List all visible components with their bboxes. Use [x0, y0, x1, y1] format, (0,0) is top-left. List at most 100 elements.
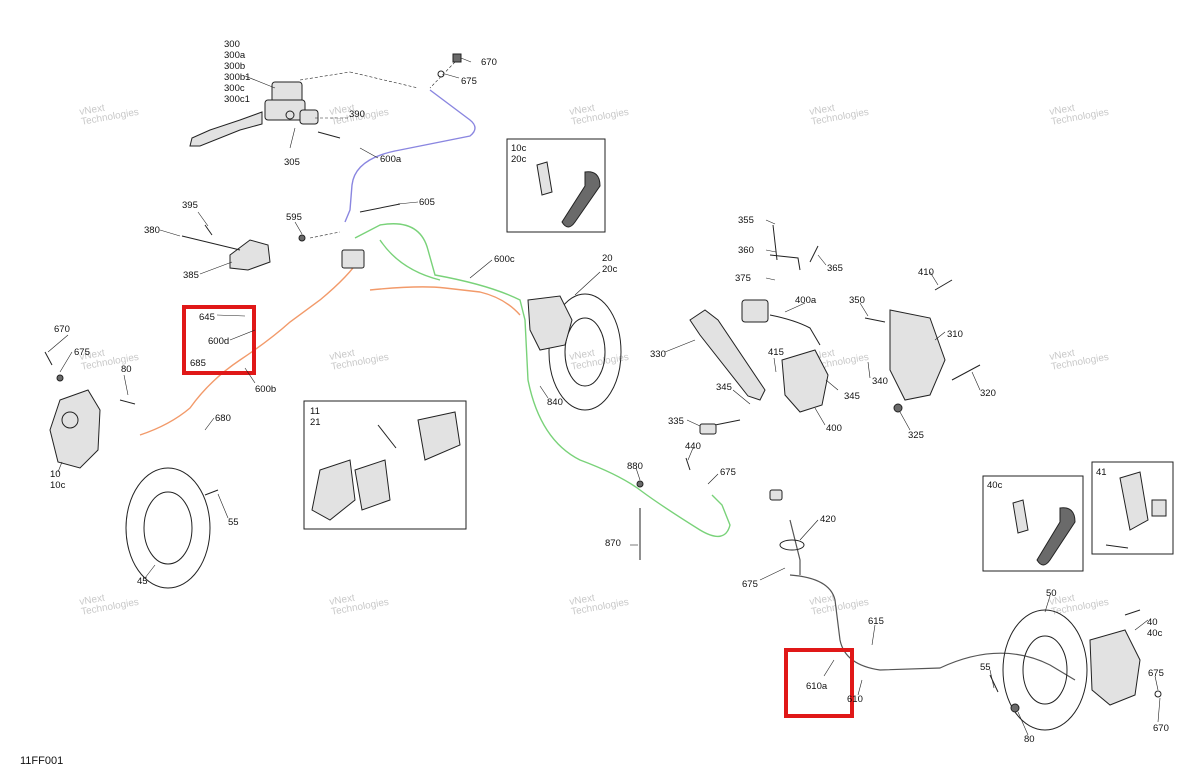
- callout-10: 10: [50, 469, 61, 480]
- brake-line-600c-branch: [379, 239, 441, 281]
- svg-text:vNext: vNext: [329, 103, 356, 118]
- svg-text:vNext: vNext: [569, 593, 596, 608]
- svg-text:vNext: vNext: [569, 348, 596, 363]
- callout-325: 325: [908, 430, 924, 441]
- svg-text:vNext: vNext: [79, 348, 106, 363]
- svg-text:vNext: vNext: [1049, 103, 1076, 118]
- callout-345: 345: [844, 391, 860, 402]
- inset-pads-front: 11 21: [303, 400, 467, 530]
- callout-395: 395: [182, 200, 198, 211]
- rear-disc-caliper: [989, 609, 1162, 731]
- inset-pads-rear: 41: [1091, 461, 1174, 555]
- callout-55: 55: [228, 517, 239, 528]
- brake-line-600b-branch: [369, 286, 521, 316]
- svg-text:11: 11: [310, 406, 320, 417]
- callout-20c: 20c: [602, 264, 618, 275]
- svg-text:vNext: vNext: [79, 593, 106, 608]
- wheel-speed-sensor: [636, 457, 805, 560]
- svg-text:20c: 20c: [511, 154, 527, 165]
- svg-text:21: 21: [310, 417, 321, 428]
- callout-675: 675: [720, 467, 736, 478]
- callout-10c: 10c: [50, 480, 66, 491]
- callout-330: 330: [650, 349, 666, 360]
- callout-675: 675: [74, 347, 90, 358]
- callout-685: 685: [190, 358, 206, 369]
- callout-300c: 300c: [224, 83, 245, 94]
- leader-lines: [47, 57, 1161, 736]
- brake-line-600a: [344, 89, 476, 223]
- callout-600d: 600d: [208, 336, 229, 347]
- callout-840: 840: [547, 397, 563, 408]
- highlight-box-600d: [182, 305, 256, 375]
- callout-605: 605: [419, 197, 435, 208]
- svg-text:vNext: vNext: [329, 348, 356, 363]
- callout-610a: 610a: [806, 681, 828, 692]
- highlight-box-610a: [784, 648, 854, 718]
- callout-300: 300: [224, 39, 240, 50]
- callout-675: 675: [461, 76, 477, 87]
- svg-text:vNext: vNext: [1049, 348, 1076, 363]
- callout-595: 595: [286, 212, 302, 223]
- callout-390: 390: [349, 109, 365, 120]
- svg-text:vNext: vNext: [329, 593, 356, 608]
- svg-text:vNext: vNext: [809, 103, 836, 118]
- callout-440: 440: [685, 441, 701, 452]
- brake-line-600b: [139, 257, 361, 436]
- inset-bleeder-rear: 40c: [982, 475, 1084, 572]
- callout-340: 340: [872, 376, 888, 387]
- callout-600c: 600c: [494, 254, 515, 265]
- callout-400: 400: [826, 423, 842, 434]
- callout-335: 335: [668, 416, 684, 427]
- callout-45: 45: [137, 576, 148, 587]
- callout-880: 880: [627, 461, 643, 472]
- svg-text:vNext: vNext: [569, 103, 596, 118]
- callout-80: 80: [121, 364, 132, 375]
- svg-text:vNext: vNext: [809, 593, 836, 608]
- callout-670: 670: [1153, 723, 1169, 734]
- callout-375: 375: [735, 273, 751, 284]
- svg-text:40c: 40c: [987, 480, 1003, 491]
- callout-310: 310: [947, 329, 963, 340]
- svg-text:10c: 10c: [511, 143, 527, 154]
- callout-300b: 300b: [224, 61, 245, 72]
- callout-380: 380: [144, 225, 160, 236]
- callout-360: 360: [738, 245, 754, 256]
- callout-385: 385: [183, 270, 199, 281]
- callout-870: 870: [605, 538, 621, 549]
- front-master-cylinder: [189, 71, 419, 147]
- callout-20: 20: [602, 253, 613, 264]
- callout-305: 305: [284, 157, 300, 168]
- callout-55: 55: [980, 662, 991, 673]
- callout-615: 615: [868, 616, 884, 627]
- rear-brake-pedal: [689, 224, 829, 435]
- svg-text:vNext: vNext: [79, 103, 106, 118]
- brake-line-610-top: [789, 519, 801, 575]
- callout-600b: 600b: [255, 384, 276, 395]
- callout-50: 50: [1046, 588, 1057, 599]
- callout-300b1: 300b1: [224, 72, 250, 83]
- callout-320: 320: [980, 388, 996, 399]
- callout-420: 420: [820, 514, 836, 525]
- callout-600a: 600a: [380, 154, 402, 165]
- banjo-bolt-top: [429, 53, 462, 89]
- callout-40: 40: [1147, 617, 1158, 628]
- inset-bleeder-front: 10c 20c: [506, 138, 606, 233]
- callout-675: 675: [1148, 668, 1164, 679]
- callout-350: 350: [849, 295, 865, 306]
- callout-80: 80: [1024, 734, 1035, 745]
- callout-labels: 300 300a 300b 300b1 300c 300c1 305 390 6…: [50, 39, 1169, 745]
- svg-text:vNext: vNext: [1049, 593, 1076, 608]
